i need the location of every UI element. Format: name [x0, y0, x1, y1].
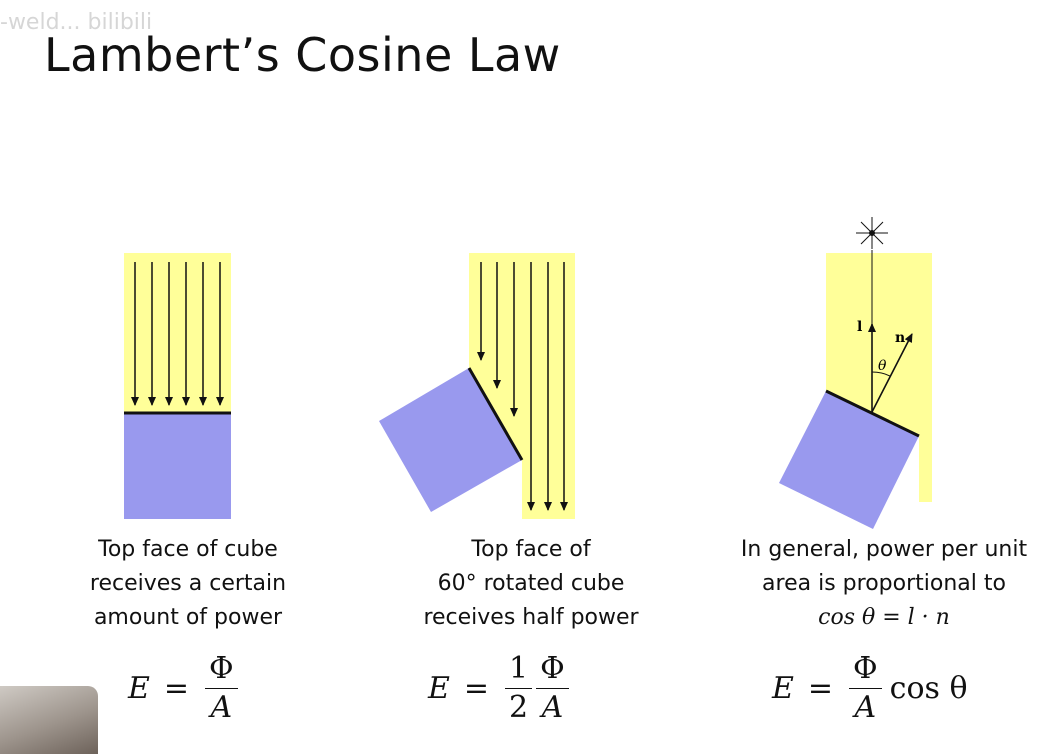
light-rays-1: [131, 262, 224, 406]
caption-3: In general, power per unit area is propo…: [716, 533, 1052, 635]
presenter-webcam: [0, 686, 98, 754]
n-vector: [871, 333, 913, 413]
n-label: n: [895, 330, 905, 346]
theta-label: θ: [878, 358, 887, 374]
theta-arc: [871, 371, 891, 377]
light-beam-3: [826, 253, 932, 502]
cube-3: [779, 391, 919, 529]
light-rays-2: [477, 262, 568, 511]
l-label: l: [857, 319, 862, 335]
cube-1: [124, 413, 231, 519]
cos-law-formula: cos θ = l · n: [818, 605, 950, 630]
cube-2: [379, 368, 522, 512]
panel-1-diagram: [124, 253, 231, 519]
light-beam-1: [124, 253, 231, 413]
caption-2: Top face of 60° rotated cube receives ha…: [423, 537, 639, 630]
panel-2-diagram: [379, 253, 575, 519]
top-face-2: [467, 367, 524, 461]
slide-title: Lambert’s Cosine Law: [44, 28, 561, 82]
watermark: -weld... bilibili: [0, 10, 153, 35]
caption-1: Top face of cube receives a certain amou…: [89, 537, 287, 630]
top-face-3: [825, 389, 920, 438]
sun-icon: [856, 217, 888, 249]
panel-3-diagram: l n θ: [779, 217, 932, 529]
